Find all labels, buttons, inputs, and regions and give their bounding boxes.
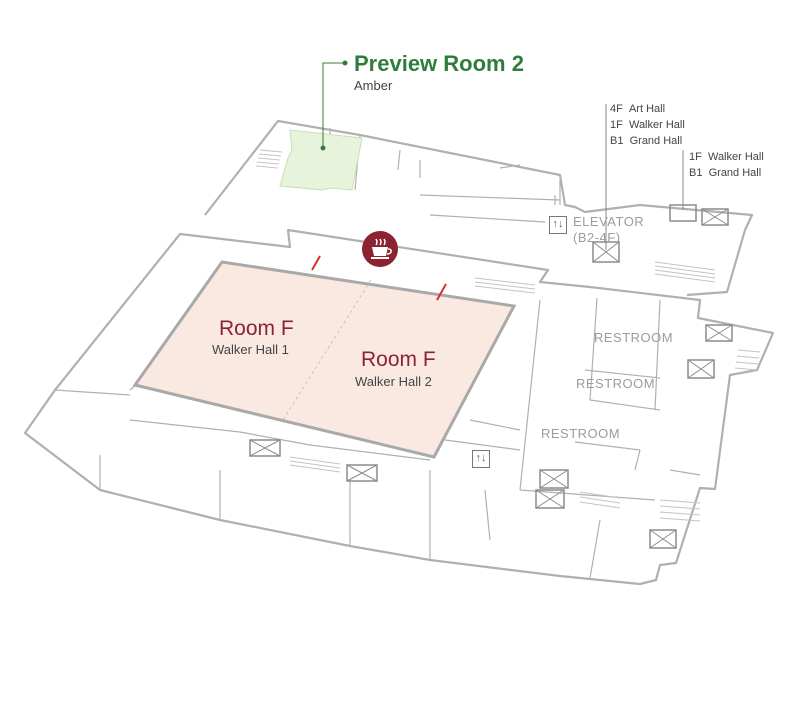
room-f-2-subtitle: Walker Hall 2 — [355, 374, 432, 389]
leader-line — [322, 62, 345, 148]
coffee-cup-icon — [362, 231, 398, 267]
elevator-destination: B1 Grand Hall — [610, 135, 683, 147]
room-f-1-title: Room F — [219, 317, 294, 340]
elevator-icon: ↑↓ — [472, 450, 490, 468]
room-f-2-title: Room F — [361, 348, 436, 371]
preview-room-subtitle: Amber — [354, 78, 393, 93]
restroom-label: RESTROOM — [541, 426, 621, 441]
elevator-floors: (B2-4F) — [573, 230, 621, 245]
upper-building-wall — [204, 119, 754, 297]
elevator-destination: B1 Grand Hall — [689, 167, 762, 179]
restroom-label: RESTROOM — [576, 376, 656, 391]
main-building-wall — [23, 228, 775, 586]
restroom-label: RESTROOM — [594, 330, 674, 345]
elevator-destination: 1F Walker Hall — [610, 119, 685, 131]
room-f-walker-hall-area — [132, 260, 517, 459]
elevator-destination: 4F Art Hall — [610, 103, 666, 115]
stairs — [255, 149, 761, 522]
room-f-1-subtitle: Walker Hall 1 — [212, 342, 289, 357]
elevator-icon: ↑↓ — [549, 216, 567, 234]
elevator-shafts — [249, 204, 733, 549]
elevator-destination: 1F Walker Hall — [689, 151, 764, 163]
preview-room-2-area — [279, 129, 363, 191]
elevator-label: ELEVATOR — [573, 214, 645, 229]
door-marker-icon — [311, 255, 447, 301]
preview-room-title: Preview Room 2 — [354, 51, 524, 76]
